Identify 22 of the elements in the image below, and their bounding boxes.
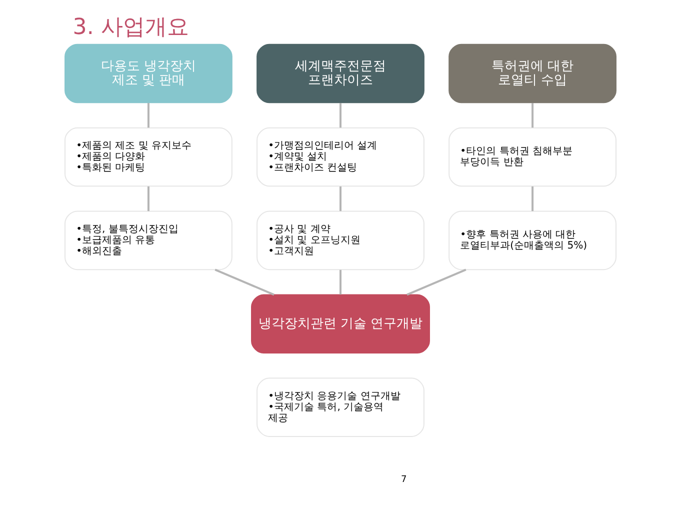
connector <box>339 103 341 128</box>
diagram-title: 3. 사업개요 <box>72 14 188 40</box>
node-box: •향후 특허권 사용에 대한 로열티부과(순매출액의 5%) <box>448 210 616 270</box>
connector <box>531 186 534 212</box>
connector <box>531 103 534 128</box>
node-box: 특허권에 대한 로열티 수입 <box>448 44 616 104</box>
node-box: •특정, 불특정시장진입 •보급제품의 유통 •해외진출 <box>64 210 232 270</box>
connector <box>406 268 466 296</box>
connector <box>339 270 341 295</box>
node-box: 세계맥주전문점 프랜차이즈 <box>256 44 424 104</box>
connector <box>339 186 341 212</box>
node-box: 다용도 냉각장치 제조 및 판매 <box>64 44 232 104</box>
connector <box>214 268 274 296</box>
node-box: •타인의 특허권 침해부분 부당이득 반환 <box>448 127 616 187</box>
node-box: •가맹점의인테리어 설계 •계약및 설치 •프랜차이즈 컨설팅 <box>256 127 424 187</box>
connector <box>146 103 149 128</box>
node-box: 냉각장치관련 기술 연구개발 <box>250 294 430 354</box>
node-box: •냉각장치 응용기술 연구개발 •국제기술 특허, 기술용역 제공 <box>256 378 424 437</box>
connector <box>146 186 149 212</box>
label: 7 <box>400 474 406 485</box>
node-box: •제품의 제조 및 유지보수 •제품의 다양화 •특화된 마케팅 <box>64 127 232 187</box>
node-box: •공사 및 계약 •설치 및 오프닝지원 •고객지원 <box>256 210 424 270</box>
